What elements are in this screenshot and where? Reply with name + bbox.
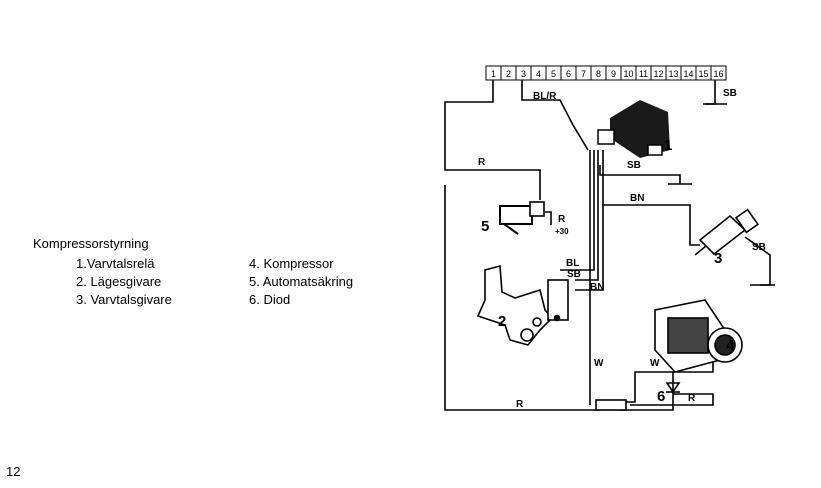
component-number: 1	[664, 137, 672, 154]
legend-item: 4. Kompressor	[249, 256, 334, 271]
caption-title: Kompressorstyrning	[33, 236, 149, 251]
wire	[705, 80, 716, 105]
wire	[444, 185, 600, 411]
connector-pin-label: 9	[611, 69, 616, 79]
connector-pin-label: 5	[551, 69, 556, 79]
wire-label: +30	[555, 227, 569, 236]
legend-item: 1.Varvtalsrelä	[76, 256, 155, 271]
wire	[560, 150, 595, 271]
position-sensor	[476, 264, 569, 346]
wire-label: W	[650, 358, 660, 369]
component-number: 5	[481, 218, 489, 235]
component-number: 4	[726, 337, 735, 354]
wire-label: SB	[723, 88, 737, 99]
plug	[595, 399, 627, 411]
connector-pin-label: 6	[566, 69, 571, 79]
component-number: 6	[657, 388, 665, 405]
wire-label: R	[516, 399, 524, 410]
wire	[521, 80, 589, 151]
wire-label: SB	[627, 160, 641, 171]
component-number: 3	[714, 250, 722, 267]
connector-pin-box	[710, 65, 727, 81]
wire	[620, 372, 674, 411]
connector-pin-label: 14	[683, 69, 693, 79]
wire-label: BN	[630, 193, 644, 204]
connector-pin-label: 3	[521, 69, 526, 79]
wire	[630, 393, 714, 406]
connector-pin-label: 11	[639, 69, 648, 79]
connector-pin-label: 1	[491, 69, 496, 79]
component-number-group: 1 2 3 4 5 6	[481, 137, 735, 405]
wire-label: SB	[567, 269, 581, 280]
wire-label: BN	[590, 282, 604, 293]
wire	[620, 355, 714, 403]
connector-pin-label: 10	[623, 69, 633, 79]
connector-pin-label: 7	[581, 69, 586, 79]
legend-item: 6. Diod	[249, 292, 291, 307]
connector-pin-label: 12	[653, 69, 663, 79]
wire	[602, 204, 700, 246]
fuse	[499, 201, 545, 235]
page-number: 12	[6, 464, 21, 479]
wire	[575, 150, 604, 291]
wire	[444, 80, 541, 200]
legend-item: 2. Lägesgivare	[76, 274, 162, 289]
wire	[599, 165, 681, 184]
connector-pin-label: 16	[713, 69, 723, 79]
relay	[597, 100, 670, 158]
diode	[665, 382, 681, 394]
compressor	[654, 299, 743, 373]
legend-item: 3. Varvtalsgivare	[76, 292, 172, 307]
wire-label: BL	[566, 258, 579, 269]
legend-item: 5. Automatsäkring	[249, 274, 354, 289]
connector-pin-label: 8	[596, 69, 601, 79]
component-number: 2	[498, 313, 506, 330]
wire-label-group: BL/R SB R SB BN R +30 SB BL SB BN W W R …	[478, 88, 766, 410]
wire-label: R	[558, 214, 566, 225]
wire-label: R	[688, 393, 696, 404]
wire	[575, 150, 599, 281]
connector-pin-label: 13	[668, 69, 678, 79]
speed-sensor	[694, 208, 760, 256]
wire-label: BL/R	[533, 91, 557, 102]
ground-symbols	[668, 103, 775, 286]
legend-left: 1.Varvtalsrelä 2. Lägesgivare 3. Varvtal…	[76, 255, 172, 309]
wires	[444, 80, 771, 411]
connector-pin-label: 15	[698, 69, 708, 79]
wire-label: R	[478, 157, 486, 168]
wire	[545, 211, 552, 225]
connector-pin-label: 4	[536, 69, 541, 79]
wire-label: SB	[752, 242, 766, 253]
wire-label: W	[594, 358, 604, 369]
legend-right: 4. Kompressor 5. Automatsäkring 6. Diod	[249, 255, 353, 309]
connector-pin-label: 2	[506, 69, 511, 79]
